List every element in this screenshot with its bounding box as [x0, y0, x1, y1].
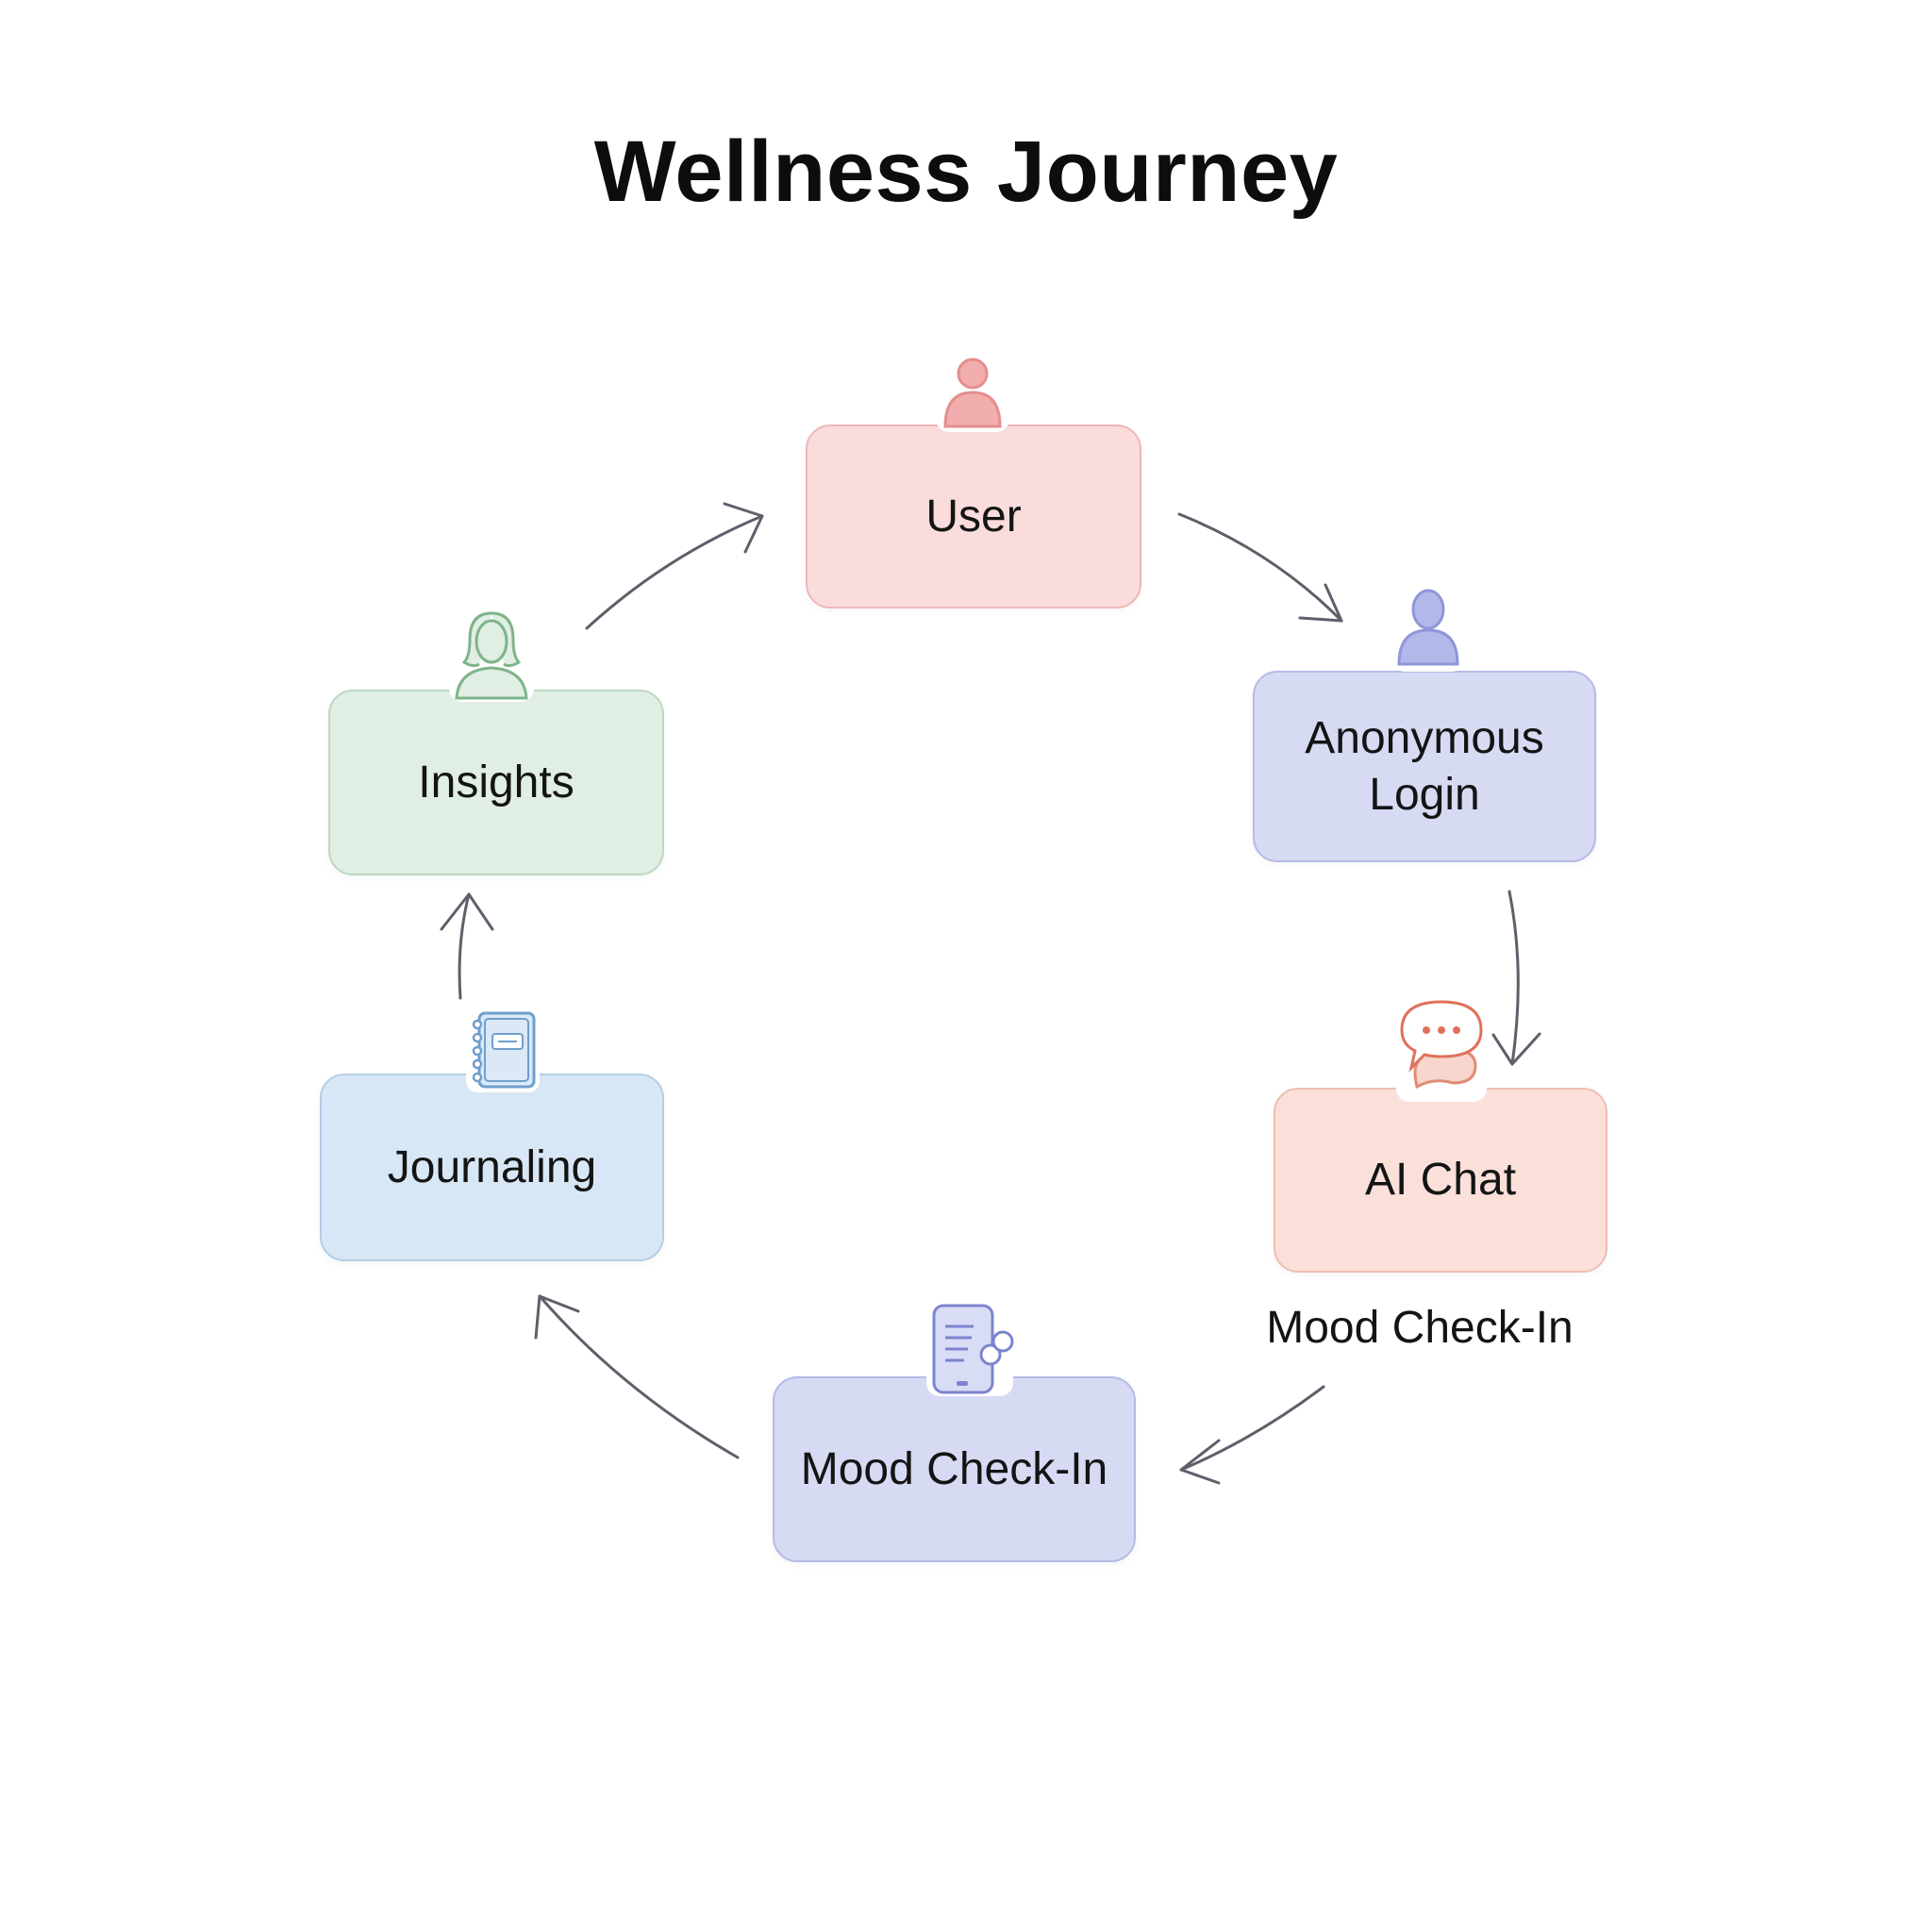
node-user: User	[806, 425, 1141, 608]
phone-icon	[924, 1300, 1015, 1398]
arrowhead-insights-to-user	[723, 502, 764, 554]
arrowhead-aichat-to-mood	[1179, 1439, 1221, 1485]
arrow-journal-to-insights	[458, 892, 471, 1000]
person-icon	[1390, 583, 1467, 674]
arrowhead-journal-to-insights	[440, 892, 494, 931]
person-outline-icon	[447, 608, 536, 704]
arrowhead-login-to-aichat	[1491, 1032, 1541, 1066]
arrowhead-user-to-login	[1298, 583, 1343, 623]
notebook-icon	[464, 1008, 541, 1094]
person-icon	[934, 353, 1011, 434]
arrowhead-mood-to-journal	[534, 1294, 580, 1340]
arrow-login-to-aichat	[1507, 890, 1520, 1066]
arrow-aichat-to-mood	[1179, 1385, 1325, 1472]
node-anonymous-login: Anonymous Login	[1253, 671, 1596, 862]
node-ai-chat: AI Chat	[1274, 1088, 1607, 1273]
node-journaling-label: Journaling	[387, 1141, 597, 1192]
node-user-label: User	[925, 491, 1022, 541]
arrow-mood-to-journal	[538, 1294, 740, 1459]
node-insights: Insights	[328, 690, 664, 875]
chat-bubble-icon	[1394, 992, 1489, 1104]
arrow-user-to-login	[1177, 512, 1343, 623]
node-insights-label: Insights	[418, 757, 575, 808]
arrow-insights-to-user	[585, 514, 764, 630]
node-journaling: Journaling	[320, 1074, 664, 1261]
node-mood-check-in: Mood Check-In	[773, 1376, 1136, 1562]
node-ai-chat-label: AI Chat	[1364, 1155, 1517, 1205]
edge-label-mood-check-in: Mood Check-In	[1266, 1303, 1574, 1353]
node-anonymous-login-label: Anonymous Login	[1305, 712, 1544, 820]
diagram-title: Wellness Journey	[593, 124, 1339, 220]
node-mood-check-in-label: Mood Check-In	[800, 1443, 1108, 1494]
